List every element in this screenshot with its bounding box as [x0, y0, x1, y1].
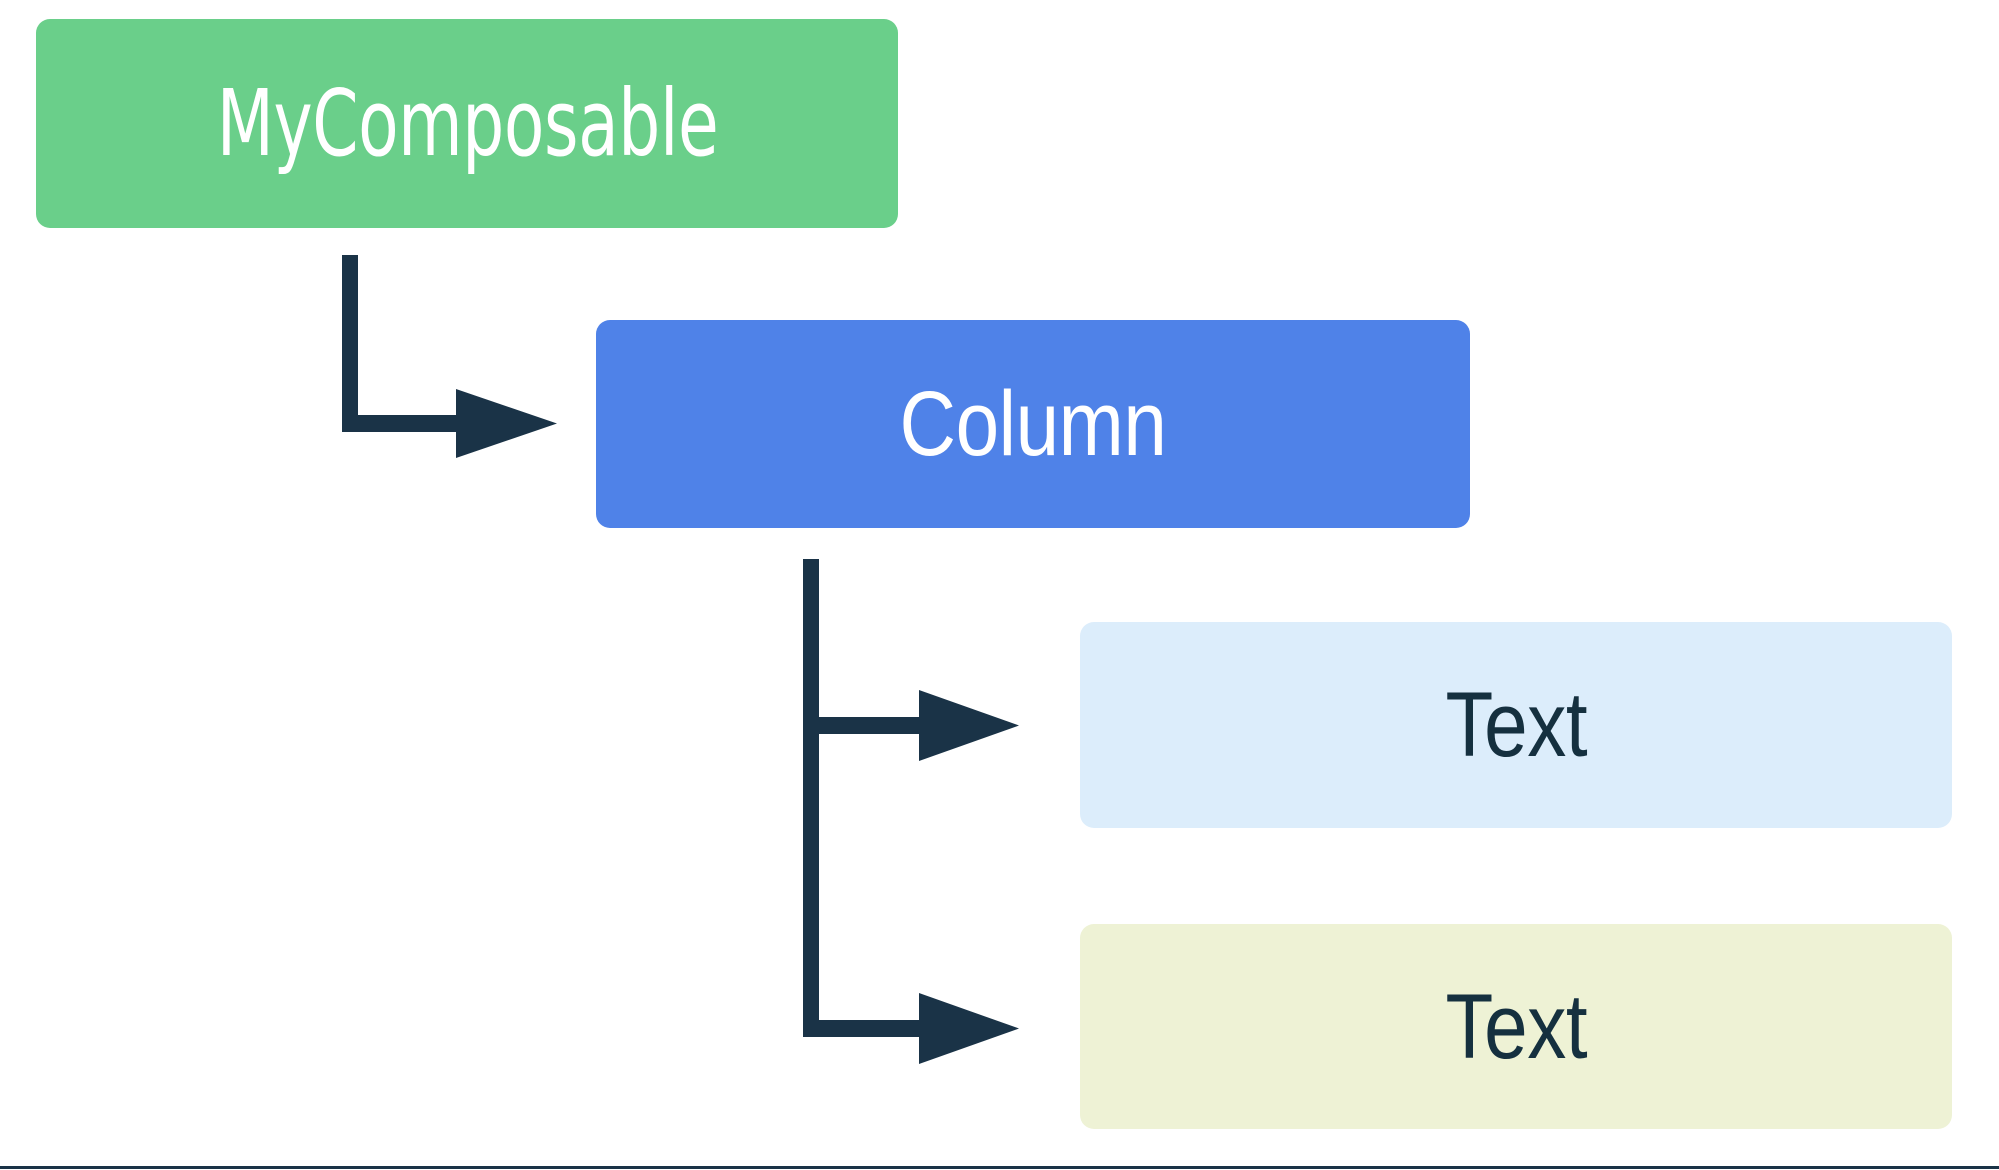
edge-root-to-column-line [342, 255, 458, 432]
edge-column-to-text-2-horizontal [803, 1020, 923, 1037]
edge-column-to-text-2 [803, 993, 1019, 1064]
node-my-composable-label: MyComposable [216, 69, 718, 177]
edge-column-to-text-1 [803, 559, 1019, 1037]
edge-root-to-column-vertical [342, 255, 358, 432]
edge-column-to-text-1-horizontal [803, 717, 923, 734]
node-text-second[interactable]: Text [1080, 924, 1952, 1129]
edge-column-to-text-2-arrowhead [919, 993, 1019, 1064]
edge-root-to-column-arrowhead [456, 389, 557, 458]
edge-root-to-column-horizontal [342, 415, 460, 432]
edge-column-to-text-1-arrowhead [919, 690, 1019, 761]
node-text-first-label: Text [1445, 674, 1587, 776]
node-column-label: Column [899, 373, 1167, 475]
node-my-composable[interactable]: MyComposable [36, 19, 898, 228]
node-text-second-label: Text [1445, 975, 1587, 1078]
bottom-divider [0, 1166, 1999, 1169]
node-column[interactable]: Column [596, 320, 1470, 528]
edge-root-to-column [342, 255, 557, 458]
node-text-first[interactable]: Text [1080, 622, 1952, 828]
edge-column-trunk [803, 559, 819, 1037]
